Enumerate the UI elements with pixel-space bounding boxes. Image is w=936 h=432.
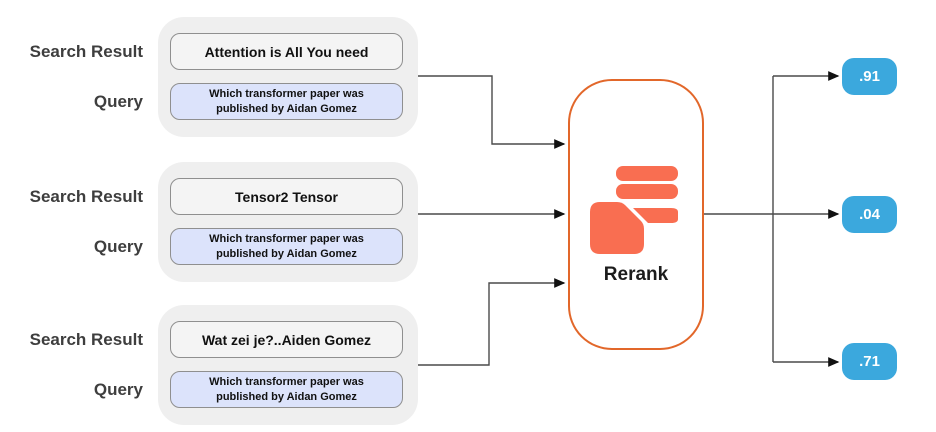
connector-group3-to-rerank: [418, 278, 566, 366]
score-badge-1: .91: [842, 58, 897, 95]
search-result-label-3: Search Result: [29, 329, 143, 349]
query-box-3: Which transformer paper was published by…: [170, 371, 403, 408]
pair-group-3: Wat zei je?..Aiden Gomez Which transform…: [158, 305, 418, 425]
pair-group-2: Tensor2 Tensor Which transformer paper w…: [158, 162, 418, 282]
query-label-3: Query: [93, 379, 143, 399]
search-result-box-2: Tensor2 Tensor: [170, 178, 403, 215]
search-result-box-3: Wat zei je?..Aiden Gomez: [170, 321, 403, 358]
rerank-label: Rerank: [603, 264, 669, 285]
connector-group1-to-rerank: [418, 75, 566, 149]
search-result-box-1: Attention is All You need: [170, 33, 403, 70]
score-badge-3: .71: [842, 343, 897, 380]
query-label-1: Query: [93, 91, 143, 111]
query-box-1: Which transformer paper was published by…: [170, 83, 403, 120]
query-label-2: Query: [93, 236, 143, 256]
rerank-stack-icon: [590, 166, 678, 254]
search-result-label-2: Search Result: [29, 186, 143, 206]
rerank-node: Rerank: [568, 79, 704, 350]
score-badge-2: .04: [842, 196, 897, 233]
search-result-label-1: Search Result: [29, 41, 143, 61]
pair-group-1: Attention is All You need Which transfor…: [158, 17, 418, 137]
query-box-2: Which transformer paper was published by…: [170, 228, 403, 265]
